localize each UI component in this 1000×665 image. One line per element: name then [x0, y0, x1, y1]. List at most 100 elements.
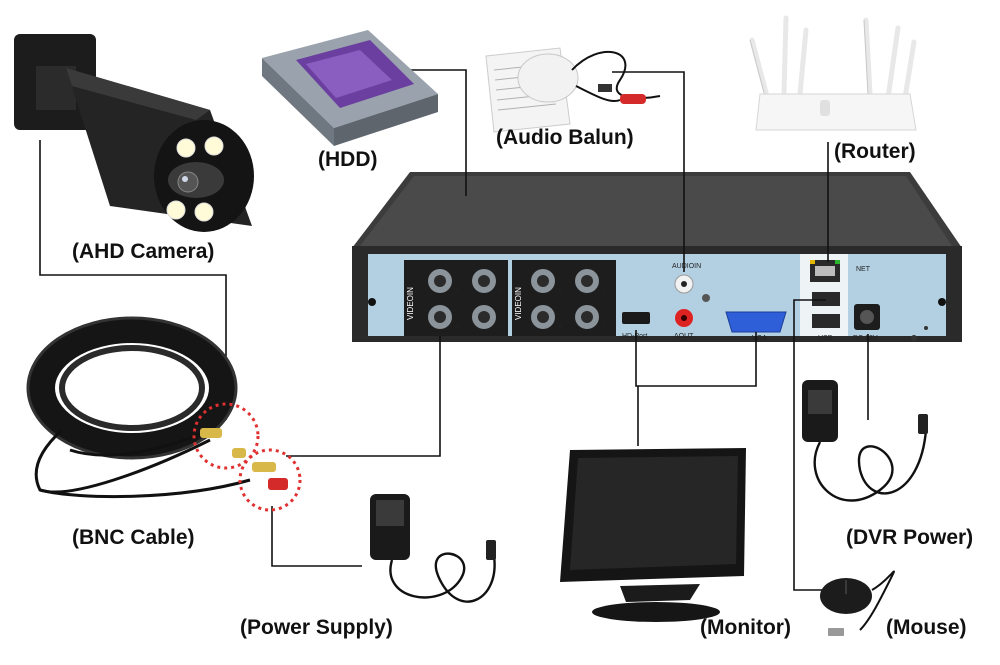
power-plug	[598, 84, 612, 92]
router-body	[755, 93, 917, 131]
dvr-screw-right	[938, 298, 946, 306]
camera-led	[204, 136, 224, 156]
cable-coil	[29, 317, 235, 459]
dvr-screw-left	[368, 298, 376, 306]
connection-lines	[39, 69, 869, 591]
mouse	[820, 570, 895, 636]
monitor	[560, 448, 746, 622]
bnc-connector-line	[286, 336, 441, 457]
mouse-connector-line	[793, 299, 826, 591]
videoin-block-right	[512, 260, 616, 336]
channel-number: 7	[455, 288, 459, 295]
channel-number: 3	[558, 288, 562, 295]
led-indicator	[924, 326, 928, 330]
camera-led	[176, 138, 196, 158]
label-monitor: (Monitor)	[700, 616, 791, 639]
ground-screw	[702, 294, 710, 302]
rj45-socket	[815, 266, 835, 276]
dvr-power-adapter	[802, 380, 928, 502]
video-output-line	[635, 330, 757, 387]
lens-glint	[182, 176, 188, 182]
dvr-recorder: VIDEOIN 7 5 8 6 VIDEOIN 3 1 4 2 HD-Port …	[352, 172, 962, 342]
dc-jack-hole	[860, 310, 874, 324]
hdd-label-inner	[306, 50, 392, 98]
usb-plug	[828, 628, 844, 636]
label-router: (Router)	[834, 140, 916, 163]
highlight-circle	[192, 402, 260, 470]
audio-out-hole	[681, 315, 687, 321]
rca-plug-red	[620, 94, 646, 104]
usb-label: USB	[818, 335, 833, 342]
hdmi-port	[622, 312, 650, 324]
videoin-label-left: VIDEOIN	[406, 287, 415, 320]
dvr-adapter-cable	[813, 429, 928, 502]
label-power-supply: (Power Supply)	[240, 616, 393, 639]
mouse-cable	[859, 570, 895, 631]
microphone-cable-2	[575, 85, 621, 102]
channel-number: 4	[558, 324, 562, 331]
monitor-screen	[570, 456, 738, 570]
cable-lead-3	[69, 428, 211, 457]
power-supply-line	[271, 506, 362, 567]
dc-connector	[252, 462, 276, 472]
hdport-label: HD-Port	[622, 333, 647, 340]
channel-number: 2	[602, 324, 606, 331]
ahd-camera	[14, 34, 254, 232]
channel-number: 8	[455, 324, 459, 331]
bnc-port	[428, 305, 452, 329]
dvr-adapter-label	[808, 390, 832, 414]
dvr-top-highlight	[360, 176, 952, 246]
dc-label: DC 12V	[853, 335, 878, 342]
antenna-outlines	[749, 19, 869, 101]
camera-lens	[177, 171, 199, 193]
audio-in-hole	[681, 281, 687, 287]
channel-number: 6	[499, 324, 503, 331]
monitor-stand	[592, 602, 720, 622]
vga-label: VGA	[752, 335, 767, 342]
hard-drive	[262, 30, 438, 146]
bnc-port	[531, 269, 555, 293]
rj45-led	[810, 260, 815, 264]
bnc-port	[428, 269, 452, 293]
bnc-connector	[232, 448, 246, 458]
cable-coil-inner	[59, 345, 205, 431]
power-adapter	[370, 494, 496, 603]
camera-top-edge	[66, 68, 210, 120]
bnc-port	[472, 269, 496, 293]
highlight-circle	[238, 448, 302, 512]
videoin-label-right: VIDEOIN	[514, 287, 523, 320]
dc-connector-red	[268, 478, 288, 490]
router	[749, 15, 917, 131]
hdd-front	[334, 94, 438, 146]
adapter-plug	[486, 540, 496, 560]
microphone-dome	[517, 53, 579, 103]
bnc-cable	[26, 316, 302, 512]
vga-port	[725, 311, 787, 333]
adapter-cable	[389, 552, 496, 603]
reset-button	[911, 335, 917, 341]
label-dvr-power: (DVR Power)	[846, 526, 974, 549]
bnc-port	[472, 305, 496, 329]
camera-connector-line	[39, 140, 227, 420]
adapter-label	[376, 500, 404, 526]
audio-microphone	[485, 47, 661, 133]
bnc-connector	[200, 428, 222, 438]
label-mouse: (Mouse)	[886, 616, 967, 639]
usb-port	[812, 292, 840, 306]
dvr-adapter-plug	[918, 414, 928, 434]
label-hdd: (HDD)	[318, 148, 378, 171]
hdd-side	[262, 58, 334, 146]
camera-led	[194, 202, 214, 222]
monitor-neck	[620, 584, 700, 602]
camera-led	[166, 200, 186, 220]
bnc-port	[575, 305, 599, 329]
router-antennas	[749, 15, 917, 107]
mouse-body	[820, 578, 872, 614]
net-label: NET	[856, 266, 871, 273]
audio-connector-line	[612, 71, 685, 272]
aout-label: AOUT	[674, 333, 694, 340]
bnc-port	[575, 269, 599, 293]
channel-number: 1	[602, 288, 606, 295]
